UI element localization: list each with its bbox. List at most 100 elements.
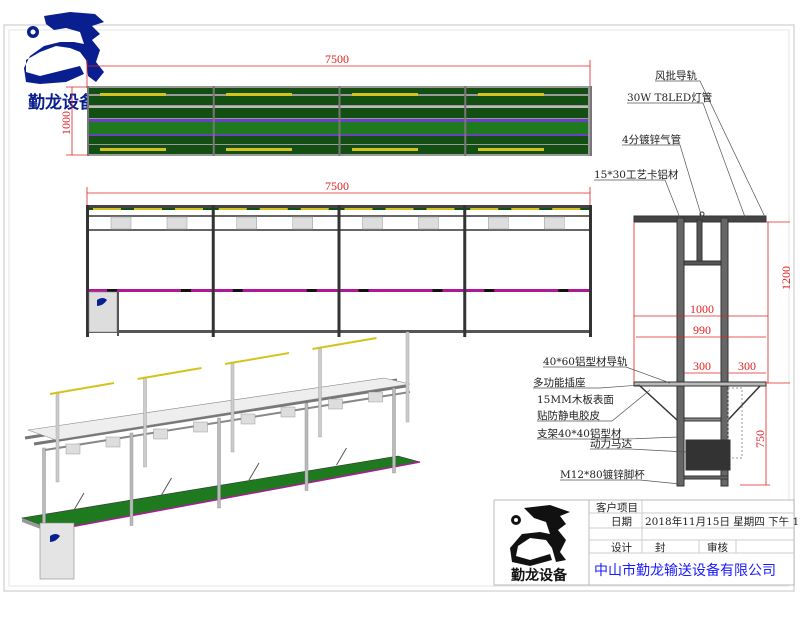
- power-socket: [166, 216, 188, 230]
- leader-line: [533, 384, 641, 389]
- led-tube: [100, 93, 166, 96]
- leader-line: [590, 448, 687, 453]
- label-antistatic-mat: 贴防静电胶皮: [537, 409, 600, 422]
- frame-post: [211, 205, 215, 337]
- top-frame-post: [338, 86, 341, 156]
- label-led-tube: 30W T8LED灯管: [627, 91, 712, 104]
- sheet-border-outer: [3, 24, 795, 592]
- top-frame-post: [464, 86, 467, 156]
- iso-post: [129, 432, 134, 526]
- frame-post: [589, 205, 592, 337]
- side-width-outer-dimension: 1000: [690, 302, 714, 316]
- cabinet-post: [117, 292, 119, 336]
- led-tube: [352, 93, 418, 96]
- frame-post: [86, 205, 89, 337]
- leader-line: [622, 144, 703, 219]
- led-tube: [259, 208, 288, 210]
- iso-socket: [105, 436, 121, 448]
- led-tube: [100, 148, 166, 151]
- label-profile-rail: 40*60铝型材导轨: [543, 355, 628, 368]
- iso-socket: [368, 391, 383, 403]
- frame-post: [463, 205, 467, 337]
- iso-socket: [328, 398, 343, 410]
- led-tube: [470, 208, 499, 210]
- table-bracket: [558, 289, 569, 292]
- iso-post: [304, 402, 309, 491]
- led-tube: [300, 208, 329, 210]
- top-length-dimension: 7500: [325, 52, 349, 66]
- control-cabinet: [88, 291, 118, 333]
- table-bracket: [358, 289, 369, 292]
- led-tube: [552, 208, 581, 210]
- top-view: 7500 1000: [59, 52, 592, 156]
- customer-project-label: 客户项目: [596, 501, 638, 514]
- table-bracket: [484, 289, 495, 292]
- label-foot-cup: M12*80镀锌脚杯: [560, 468, 645, 481]
- power-socket: [418, 216, 439, 230]
- top-frame-post: [590, 86, 592, 156]
- iso-brace: [161, 477, 172, 496]
- leader-line: [594, 179, 681, 219]
- iso-control-cabinet: [39, 522, 75, 580]
- motor: [685, 439, 731, 471]
- sheet-border-inner: [8, 29, 790, 587]
- leader-line: [537, 436, 679, 440]
- iso-post: [217, 417, 221, 509]
- led-tube: [478, 93, 544, 96]
- led-tube: [385, 208, 414, 210]
- led-tube: [226, 93, 292, 96]
- designer-value: 封: [655, 541, 666, 554]
- front-length-dimension: 7500: [325, 179, 349, 193]
- label-power-socket: 多功能插座: [533, 376, 586, 389]
- iso-table-front-edge: [53, 461, 421, 531]
- title-block-dragon-icon: [510, 505, 570, 566]
- iso-brace: [248, 462, 260, 481]
- iso-led-tube: [137, 367, 202, 380]
- side-view: [633, 211, 767, 487]
- cabinet-logo-icon: [97, 298, 107, 306]
- power-socket: [362, 216, 383, 230]
- label-air-pipe: 4分镀锌气管: [622, 133, 681, 146]
- side-view-dimensions: [633, 221, 790, 486]
- company-logo: 勤龙设备: [24, 12, 104, 113]
- iso-socket: [65, 443, 81, 455]
- iso-socket: [280, 406, 296, 418]
- iso-brace: [73, 492, 85, 511]
- side-width-inner-dimension: 990: [693, 323, 711, 337]
- led-tube: [511, 208, 540, 210]
- power-socket: [488, 216, 509, 230]
- company-name: 中山市勤龙输送设备有限公司: [594, 562, 776, 579]
- iso-led-tube: [49, 382, 115, 395]
- front-view: 7500: [86, 179, 592, 337]
- side-height-dimension: 1200: [779, 266, 793, 290]
- leader-line: [537, 389, 651, 422]
- led-tube: [175, 208, 203, 210]
- isometric-view: [20, 331, 421, 580]
- led-tube: [478, 148, 544, 151]
- table-height-dimension: 750: [753, 430, 767, 448]
- power-socket: [236, 216, 257, 230]
- dragon-logo-icon: [24, 12, 104, 84]
- top-width-dimension: 1000: [59, 111, 73, 135]
- iso-post: [392, 387, 396, 474]
- led-tube: [93, 208, 121, 210]
- iso-back-post: [230, 361, 235, 453]
- iso-back-post: [143, 376, 147, 468]
- power-socket: [292, 216, 313, 230]
- led-tube: [218, 208, 247, 210]
- table-bracket: [432, 289, 443, 292]
- gear-icon: [27, 26, 39, 38]
- power-socket: [110, 216, 132, 230]
- iso-canopy-rail: [33, 384, 407, 446]
- led-tube: [426, 208, 455, 210]
- led-tube: [226, 148, 292, 151]
- leader-line: [627, 102, 746, 218]
- iso-brace: [336, 447, 347, 466]
- title-block: 勤龙设备 客户项目 日期 2018年11月15日 星期四 下午 12:29:38…: [493, 499, 800, 586]
- iso-back-post: [405, 331, 410, 423]
- designer-label: 设计: [611, 541, 632, 554]
- label-support-profile: 支架40*40铝型材: [537, 427, 622, 440]
- leader-line: [655, 80, 766, 218]
- reviewer-label: 审核: [707, 541, 728, 554]
